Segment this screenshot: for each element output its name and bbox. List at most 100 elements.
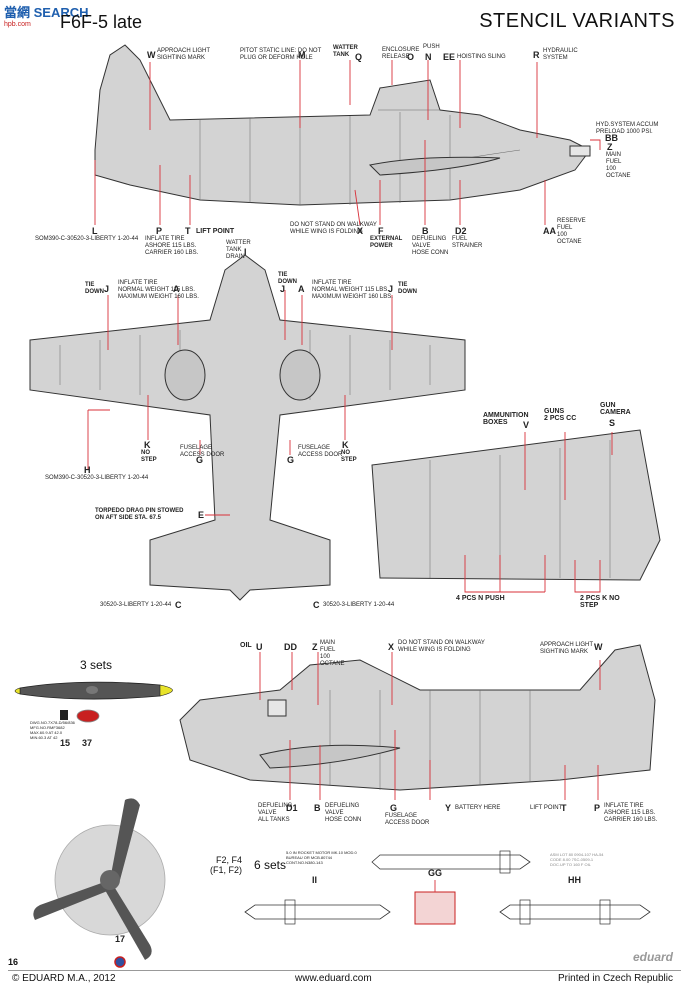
code-37: 37 [82,738,93,748]
side-view-top [94,44,591,206]
label-cc: GUNS 2 pcs CC [544,408,577,422]
label-e: TORPEDO DRAG PIN STOWED ON AFT SIDE STA.… [95,508,184,521]
code-c-right: C [313,600,320,610]
code-y: Y [445,803,452,813]
brand-logo: eduard [632,950,673,964]
label-s: GUN CAMERA [600,402,631,416]
label-y: BATTERY HERE [455,805,501,811]
code-gg: GG [428,868,443,878]
label-j-right: TIE DOWN [398,282,417,295]
label-c-left: 30520-3-LIBERTY 1-20-44 [100,602,172,608]
footer-printed: Printed in Czech Republic [557,973,673,984]
code-ee: EE [443,52,456,62]
rocket-right [499,899,651,925]
code-p-top: P [156,226,163,236]
label-j-center: TIE DOWN [278,272,297,285]
code-n-top: N [425,52,432,62]
plan-view [29,254,466,601]
code-g-bottom: G [390,803,398,813]
code-k-left: K [144,440,151,450]
label-z-bottom: MAIN FUEL 100 OCTANE [320,640,345,667]
label-aa: RESERVE FUEL 100 OCTANE [557,218,586,245]
code-j-right: J [388,284,394,294]
label-w-top: APPROACH LIGHT SIGHTING MARK [157,48,211,61]
label-t-bottom: LIFT POINT [530,805,563,811]
label-b-top: DEFUELING VALVE HOSE CONN [412,236,449,256]
side-view-top-leaders [94,60,601,226]
rocket-top [371,850,531,874]
wing-view [371,429,661,581]
code-i: I [244,247,247,257]
footer-divider [8,970,681,971]
label-g-left: FUSELAGE ACCESS DOOR [180,445,225,458]
side-view-bottom-leaders [259,652,601,800]
code-b-top: B [422,226,429,236]
code-g-left: G [196,455,204,465]
label-z-top: MAIN FUEL 100 OCTANE [606,152,631,179]
side-view-bottom [179,644,656,791]
code-z-bottom: Z [312,642,318,652]
code-s: S [609,418,616,428]
label-x-bottom: DO NOT STAND ON WALKWAY WHILE WING IS FO… [398,640,485,653]
code-w-top: W [147,50,156,60]
rocket-warning-decal [414,880,456,925]
label-d2: FUEL STRAINER [452,236,483,249]
code-k-right: K [342,440,349,450]
label-o-top: ENCLOSURE RELEASE [382,47,420,60]
watermark: 當網 SEARCH hpb.com [4,5,89,28]
code-e: E [198,510,205,520]
label-k-right: NO STEP [341,450,357,463]
code-dd: DD [284,642,297,652]
page-subtitle: F6F-5 late [60,12,143,32]
label-bb: HYD.SYSTEM ACCUM PRELOAD 1000 PSI. [596,122,659,135]
label-k-left: NO STEP [141,450,157,463]
label-p-top: INFLATE TIRE ASHORE 115 LBS. CARRIER 160… [145,236,199,256]
rocket-text-ii: 5.0 IN ROCKET MOTOR MK.10 MOD.0 BUREAU O… [286,850,357,865]
code-l: L [92,226,98,236]
code-h: H [84,465,91,475]
code-t-top: T [185,226,191,236]
code-d1: D1 [286,803,298,813]
label-k-wing: 2 pcs K NO STEP [580,595,620,609]
label-g-bottom: FUSELAGE ACCESS DOOR [385,813,430,826]
code-f: F [378,226,384,236]
label-n-wing: 4 pcs N PUSH [456,595,505,602]
page-title: STENCIL VARIANTS [479,10,675,32]
code-d2: D2 [455,226,467,236]
code-15: 15 [60,738,71,748]
label-v: AMMUNITION BOXES [483,412,529,426]
rocket-text-hh: ASM LOT 80 0904-107 HA-54 CODE 8.00 7SC-… [550,852,604,867]
page-number: 16 [8,957,19,967]
code-b-bottom: B [314,803,321,813]
code-c-left: C [175,600,182,610]
wing-view-leaders [464,432,613,593]
rocket-sets-left: F2, F4 (F1, F2) [210,855,243,875]
label-n-top: PUSH [423,44,440,50]
code-x-bottom: X [388,642,395,652]
code-v: V [523,420,530,430]
label-p-bottom: INFLATE TIRE ASHORE 115 LBS. CARRIER 160… [604,803,658,823]
code-a-right: A [298,284,305,294]
code-x-top: X [357,226,364,236]
label-g-right: FUSELAGE ACCESS DOOR [298,445,343,458]
label-r: HYDRAULIC SYSTEM [543,48,578,61]
label-u: OIL [240,642,252,649]
rocket-sets: 6 sets [254,858,287,872]
prop-blade-text: DWG.NO.7X78-D/56/836 MFG.NO.RMF3682 MAX.… [30,720,75,740]
footer-website[interactable]: www.eduard.com [295,973,372,984]
label-a-left: INFLATE TIRE NORMAL WEIGHT 115 LBS. MAXI… [118,280,199,300]
label-x-top: DO NOT STAND ON WALKWAY WHILE WING IS FO… [290,222,377,235]
prop-decal-15 [60,710,68,720]
label-d1: DEFUELING VALVE ALL TANKS [258,803,293,823]
code-m: M [298,50,306,60]
code-hh: HH [568,875,581,885]
code-bb: BB [605,133,618,143]
label-h: SOM390-C-30520-3-LIBERTY 1-20-44 [45,475,149,481]
prop-decal-37 [76,709,100,723]
label-j-left: TIE DOWN [85,282,104,295]
label-ee: HOISTING SLING [457,54,506,60]
label-t-top: LIFT POINT [196,228,235,235]
label-f: EXTERNAL POWER [370,236,403,249]
label-b-bottom: DEFUELING VALVE HOSE CONN [325,803,362,823]
propeller-side [14,681,173,700]
